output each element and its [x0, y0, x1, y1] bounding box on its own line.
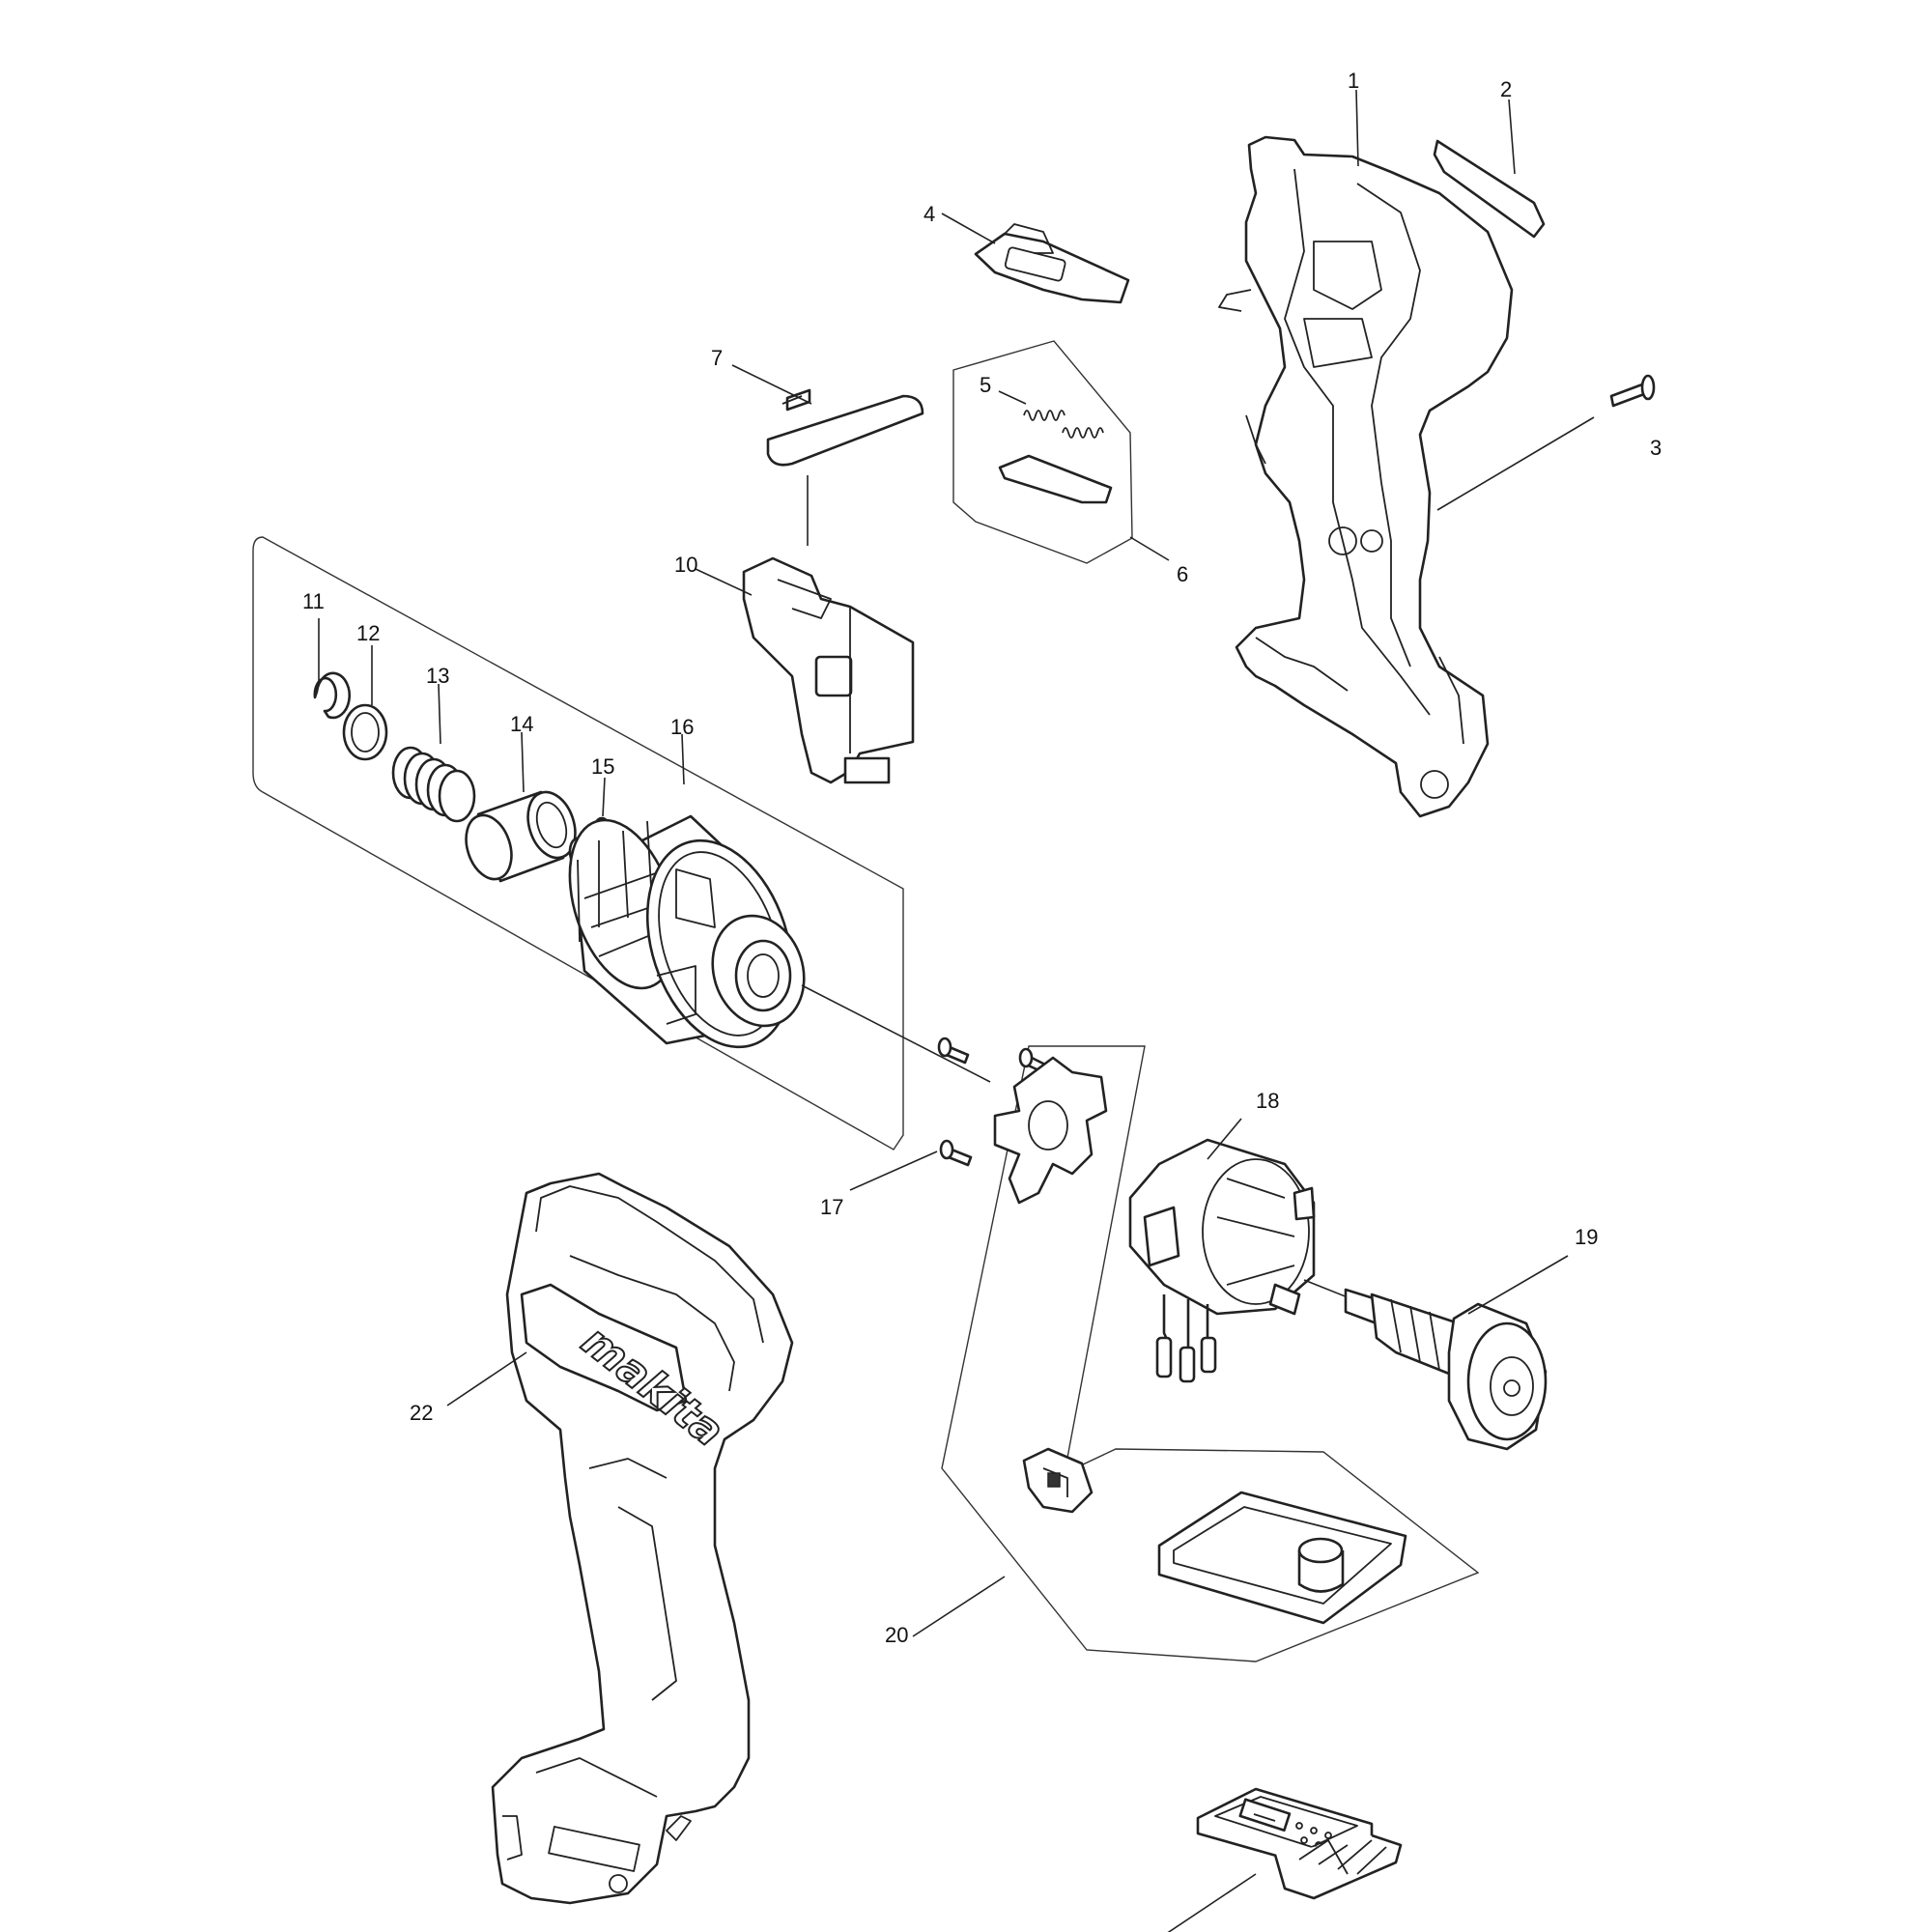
- rotor-15: [1344, 1288, 1548, 1451]
- axis-11: [801, 984, 991, 1083]
- group-outline-13: [941, 1045, 1480, 1662]
- gear-assembly-11: [568, 814, 806, 1049]
- callout-17: 22: [410, 1401, 433, 1425]
- callout-13: 20: [885, 1623, 908, 1647]
- axis-14-15: [1303, 1279, 1353, 1300]
- callout-19: 14: [510, 712, 533, 736]
- leader-4: [941, 213, 996, 244]
- washer-21: [342, 703, 388, 761]
- controller-16: [1196, 1787, 1403, 1900]
- callout-4: 4: [923, 202, 935, 226]
- group-outline-11: [252, 536, 904, 1151]
- spring-20: [391, 746, 476, 823]
- springs-5: [1023, 410, 1104, 439]
- callout-1: 1: [1348, 69, 1359, 93]
- leader-12: [849, 1151, 938, 1191]
- leader-17: [446, 1351, 527, 1406]
- callout-2: 2: [1500, 77, 1512, 101]
- leader-19: [521, 731, 525, 793]
- callout-14: 18: [1256, 1089, 1279, 1113]
- stator-14: [1128, 1138, 1316, 1383]
- leader-15: [1467, 1255, 1569, 1315]
- leader-18: [602, 777, 606, 817]
- cam-sleeve-19: [465, 790, 577, 883]
- callout-21: 12: [356, 621, 380, 645]
- callout-22: 11: [302, 589, 325, 613]
- housing-half-left: [491, 1172, 794, 1905]
- housing-half-right: [1218, 135, 1514, 818]
- leader-6: [731, 364, 812, 405]
- callout-12: 17: [820, 1195, 843, 1219]
- controller-frame-13: [1157, 1491, 1407, 1625]
- switch-lever-4: [974, 223, 1130, 304]
- circlip-22: [313, 671, 352, 720]
- callout-18: 15: [591, 754, 614, 779]
- callout-5: 5: [980, 373, 991, 397]
- callout-20: 13: [426, 664, 449, 688]
- leader-2: [1508, 99, 1516, 175]
- leader-14: [1207, 1118, 1242, 1160]
- callout-6: 7: [711, 346, 723, 370]
- group-outline-10: [952, 340, 1133, 564]
- leader-1: [1355, 89, 1359, 167]
- leader-16: [1167, 1873, 1257, 1932]
- leader-13: [912, 1576, 1006, 1637]
- leader-11: [681, 733, 685, 785]
- leader-3: [1436, 416, 1595, 511]
- slide-plate: [998, 454, 1113, 504]
- leader-20: [438, 683, 441, 745]
- baffle-plate: [993, 1056, 1108, 1205]
- callout-11: 16: [670, 715, 694, 739]
- connector-13: [1022, 1447, 1094, 1514]
- label-plate: [1433, 139, 1546, 239]
- screws-12: [937, 1037, 1049, 1167]
- leader-5: [998, 390, 1027, 405]
- callout-15: 19: [1575, 1225, 1598, 1249]
- leader-10: [1129, 536, 1170, 561]
- callout-7: 10: [674, 553, 697, 577]
- callout-3: 3: [1650, 436, 1662, 460]
- trigger-button-6: [766, 388, 924, 467]
- leader-7: [695, 568, 753, 596]
- screw-3: [1609, 374, 1656, 408]
- switch-7: [742, 556, 915, 784]
- callout-10: 6: [1177, 562, 1188, 586]
